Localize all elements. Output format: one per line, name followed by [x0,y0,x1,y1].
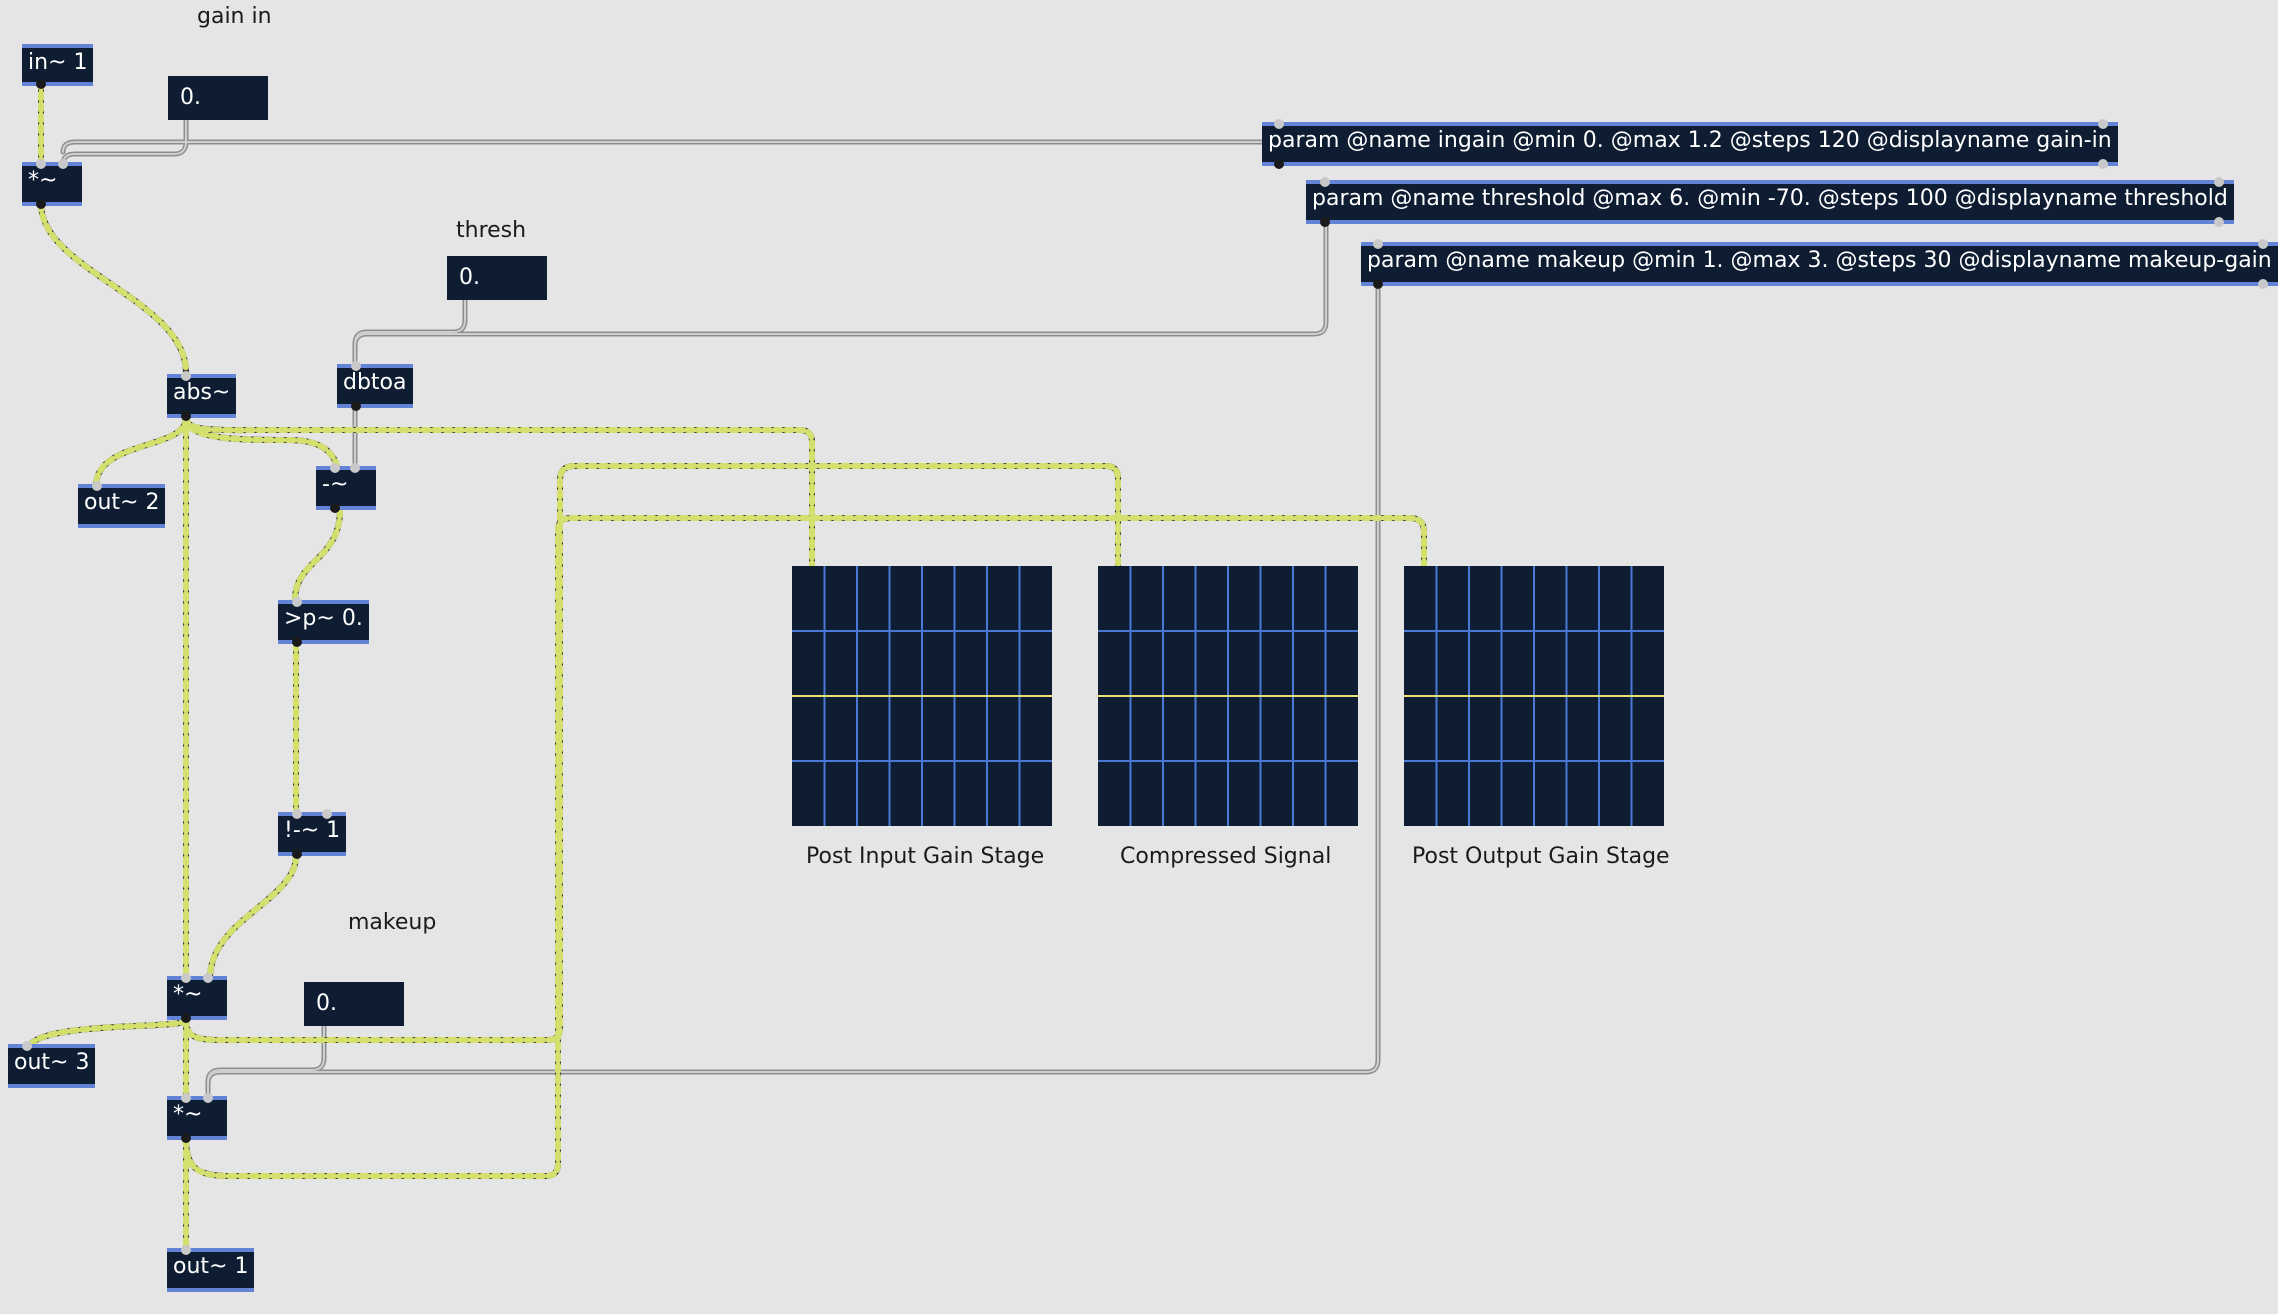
scope-grid-graphic [1098,566,1358,826]
object-label: out~ 1 [173,1254,249,1279]
inlet-object[interactable]: in~ 1 [22,44,94,89]
outlet-3-object[interactable]: out~ 3 [8,1041,96,1088]
object-label: param @name ingain @min 0. @max 1.2 @ste… [1268,128,2112,153]
scope-post-output-gain[interactable] [1404,566,1664,826]
object-label: out~ 3 [14,1050,90,1075]
gain-in-number-box[interactable]: 0. [168,76,268,120]
object-label: *~ [173,1102,203,1127]
control-cord [352,297,468,371]
control-cord [60,139,1265,155]
object-label: abs~ [173,380,231,405]
scope-compressed-signal[interactable] [1098,566,1358,826]
object-label: *~ [173,982,203,1007]
multiply-signal-compress[interactable]: *~ [167,973,227,1023]
subtract-signal-object[interactable]: -~ [316,463,376,513]
dbtoa-object[interactable]: dbtoa [337,361,413,411]
param-ingain-object[interactable]: param @name ingain @min 0. @max 1.2 @ste… [1262,119,2118,169]
signal-cord [38,201,189,375]
control-cord [205,1023,327,1103]
object-label: !-~ 1 [284,818,341,843]
scope-label-post-input: Post Input Gain Stage [806,844,1045,869]
abs-signal-object[interactable]: abs~ [167,371,237,421]
outlet-1-object[interactable]: out~ 1 [167,1245,255,1292]
signal-cord [183,415,815,569]
scope-label-compressed: Compressed Signal [1120,844,1332,869]
multiply-signal-makeup[interactable]: *~ [167,1093,227,1143]
reverse-subtract-object[interactable]: !-~ 1 [278,809,347,859]
greater-than-pass-object[interactable]: >p~ 0. [278,597,369,647]
comment-thresh: thresh [456,218,527,243]
signal-cord [93,415,189,489]
scope-label-post-output: Post Output Gain Stage [1412,844,1670,869]
signal-cord [292,507,343,603]
thresh-number-box[interactable]: 0. [447,256,547,300]
param-makeup-object[interactable]: param @name makeup @min 1. @max 3. @step… [1361,239,2278,289]
signal-cord [207,853,299,981]
object-label: in~ 1 [28,50,88,75]
makeup-number-box[interactable]: 0. [304,982,404,1026]
comment-gain-in: gain in [197,4,272,29]
object-label: -~ [322,472,349,497]
object-label: param @name makeup @min 1. @max 3. @step… [1367,248,2272,273]
comment-makeup: makeup [348,910,437,935]
scope-grid-graphic [1404,566,1664,826]
scope-post-input-gain[interactable] [792,566,1052,826]
object-label: *~ [28,168,58,193]
outlet-2-object[interactable]: out~ 2 [78,481,166,528]
object-label: param @name threshold @max 6. @min -70. … [1312,186,2228,211]
object-label: out~ 2 [84,490,160,515]
scope-grid-graphic [792,566,1052,826]
multiply-signal-input-gain[interactable]: *~ [22,159,82,209]
control-cord [60,117,189,167]
param-threshold-object[interactable]: param @name threshold @max 6. @min -70. … [1306,177,2234,227]
object-label: >p~ 0. [284,606,363,631]
object-label: dbtoa [343,370,407,395]
